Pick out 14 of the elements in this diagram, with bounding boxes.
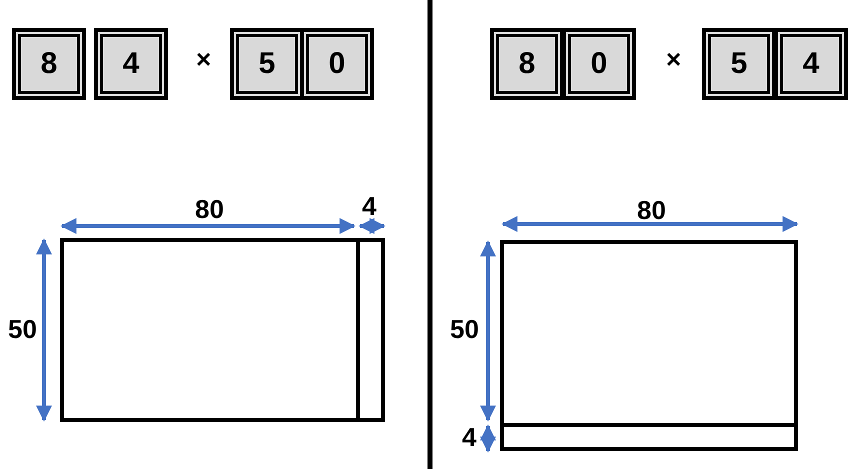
multiplication-sign: × [666,46,682,72]
dimension-label: 50 [450,316,479,342]
digit-card: 4 [94,28,168,100]
digit-card: 8 [12,28,86,100]
digit-card: 8 [490,28,564,100]
dimension-label: 80 [637,197,666,223]
dimension-label: 80 [195,196,224,222]
digit-card: 4 [774,28,848,100]
dimension-label: 50 [8,316,37,342]
dimension-label: 4 [462,424,476,450]
digit-card: 5 [702,28,776,100]
digit-card: 0 [562,28,636,100]
multiplication-sign: × [196,46,212,72]
dimension-label: 4 [362,193,376,219]
